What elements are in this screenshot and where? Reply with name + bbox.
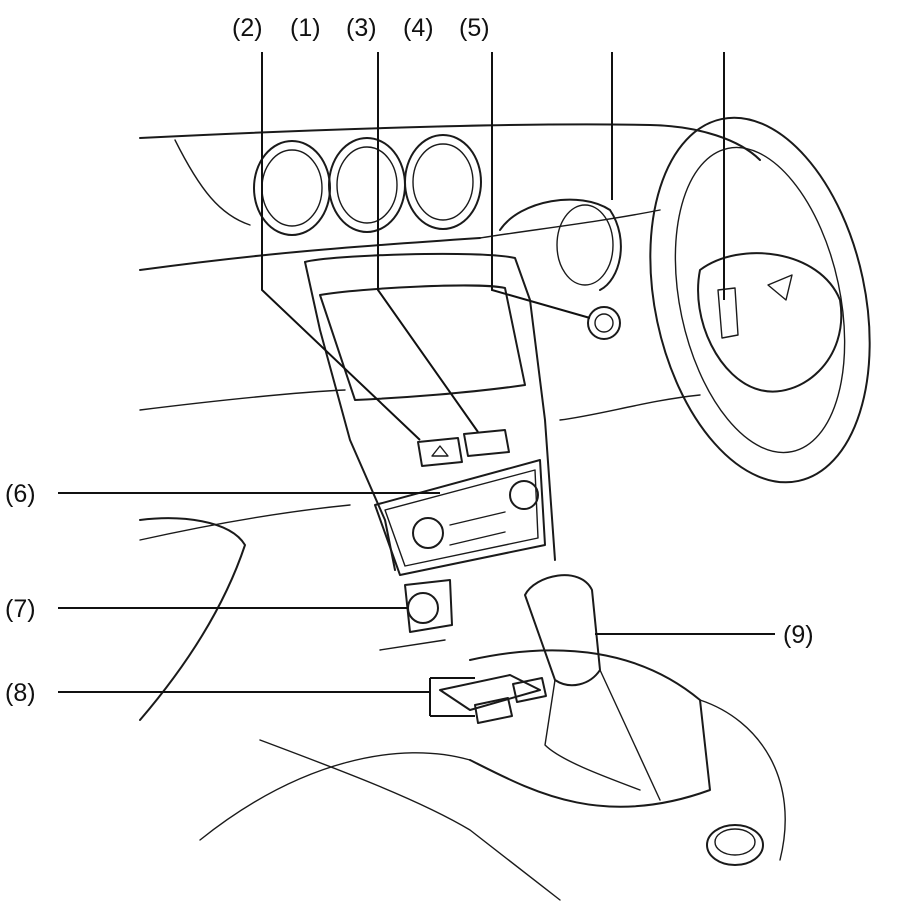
air-vent-center — [328, 137, 406, 233]
leader-8 — [58, 677, 475, 717]
cup-holder-knob — [706, 824, 764, 866]
hazard-switch — [417, 437, 463, 467]
air-vent-left — [253, 140, 331, 236]
drive-mode-switches — [439, 674, 547, 724]
callout-4: (4) — [403, 14, 434, 42]
gear-selector — [469, 574, 711, 808]
callout-9: (9) — [783, 621, 814, 649]
climate-control-panel — [374, 459, 546, 576]
leader-3 — [377, 52, 479, 433]
callout-2: (2) — [232, 14, 263, 42]
leader-2 — [261, 52, 421, 441]
panel-button — [463, 429, 510, 457]
callout-5: (5) — [459, 14, 490, 42]
callout-8: (8) — [5, 679, 36, 707]
dashboard-top — [139, 123, 761, 271]
ignition-knob — [587, 306, 621, 340]
meter-cluster — [499, 198, 622, 291]
callout-1: (1) — [290, 14, 321, 42]
leader-5a — [491, 52, 591, 319]
callout-3: (3) — [346, 14, 377, 42]
steering-wheel — [649, 116, 871, 484]
callout-7: (7) — [5, 595, 36, 623]
floor-outline — [139, 504, 786, 901]
center-console — [139, 252, 701, 571]
air-vent-right — [404, 134, 482, 230]
callout-6: (6) — [5, 480, 36, 508]
leader-lines — [58, 52, 775, 717]
engine-start-switch — [404, 579, 453, 633]
